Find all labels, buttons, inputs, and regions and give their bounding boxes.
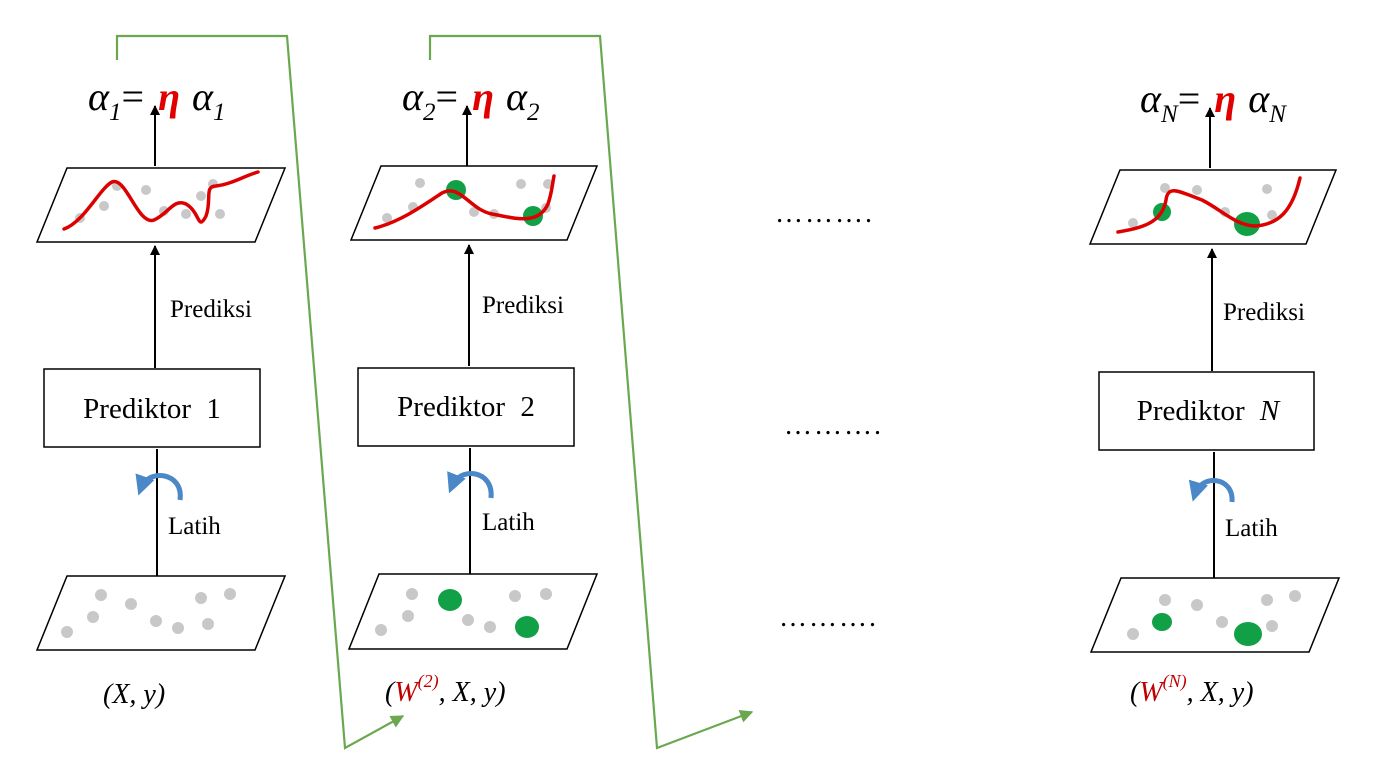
- prediction-label-n: Prediksi: [1223, 299, 1305, 326]
- flow-connector-1-2: [115, 34, 405, 750]
- flow-connector-2-n: [428, 34, 754, 750]
- train-label-2: Latih: [482, 509, 535, 536]
- training-points-2: [375, 588, 552, 636]
- retrain-arrow-icon: [447, 471, 494, 499]
- ellipsis-middle: ……….: [784, 410, 883, 441]
- emphasized-training-points-2: [438, 589, 539, 638]
- emphasized-training-points-n: [1152, 613, 1262, 646]
- ellipsis-bottom: ……….: [779, 602, 878, 633]
- predictor-label-n: Prediktor N: [1137, 395, 1281, 427]
- train-label-n: Latih: [1225, 515, 1278, 542]
- dataset-label-1: (X, y): [103, 679, 165, 710]
- predictor-label-1: Prediktor 1: [83, 393, 221, 425]
- train-label-1: Latih: [168, 513, 221, 540]
- prediction-points-n: [1128, 183, 1277, 228]
- training-plane-n: [1089, 577, 1341, 653]
- ellipsis-top: ……….: [775, 198, 874, 229]
- predictor-box-n: [1098, 371, 1315, 451]
- retrain-arrow-icon: [1188, 478, 1235, 503]
- predictor-box-1: [43, 368, 261, 448]
- predictor-label-2: Prediktor 2: [397, 391, 535, 423]
- dataset-label-2: (W(2), X, y): [385, 671, 506, 708]
- fit-curve-1: [62, 170, 260, 231]
- fit-curve-2: [373, 174, 556, 230]
- prediction-plane-1: [35, 167, 287, 243]
- prediction-label-2: Prediksi: [482, 292, 564, 319]
- dataset-label-n: (W(N), X, y): [1130, 671, 1254, 708]
- predictor-box-2: [357, 367, 575, 447]
- training-points-1: [61, 588, 236, 638]
- prediction-label-1: Prediksi: [170, 296, 252, 323]
- training-points-n: [1127, 590, 1301, 640]
- training-plane-2: [347, 573, 599, 650]
- training-plane-1: [35, 575, 287, 651]
- fit-curve-n: [1116, 176, 1302, 234]
- retrain-arrow-icon: [135, 473, 183, 501]
